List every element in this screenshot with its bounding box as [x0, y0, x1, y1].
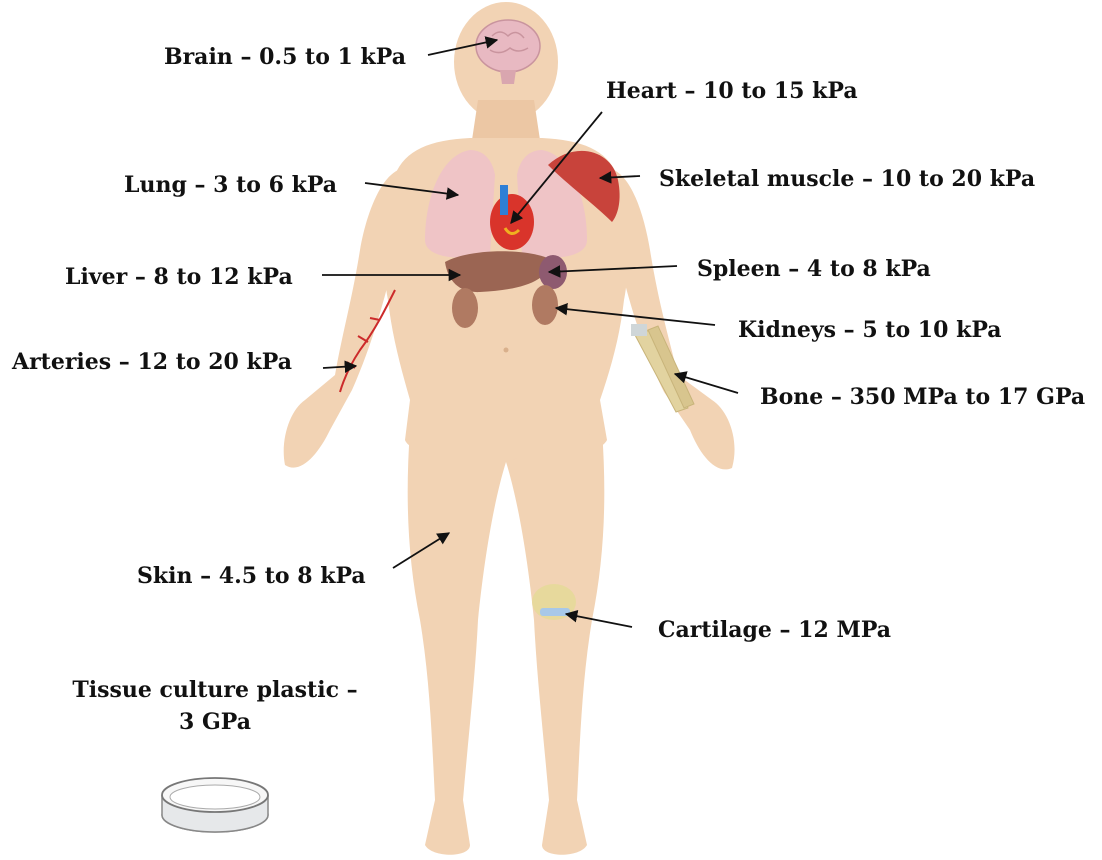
- label-kidneys: Kidneys – 5 to 10 kPa: [738, 317, 1002, 343]
- bone-icon: [631, 324, 694, 412]
- kidney-right-icon: [532, 285, 558, 325]
- kidney-left-icon: [452, 288, 478, 328]
- label-bone: Bone – 350 MPa to 17 GPa: [760, 384, 1085, 410]
- label-lung: Lung – 3 to 6 kPa: [124, 172, 337, 198]
- label-brain: Brain – 0.5 to 1 kPa: [164, 44, 406, 70]
- label-skin: Skin – 4.5 to 8 kPa: [137, 563, 366, 589]
- brain-icon: [476, 20, 540, 72]
- label-heart: Heart – 10 to 15 kPa: [606, 78, 858, 104]
- label-spleen: Spleen – 4 to 8 kPa: [697, 256, 931, 282]
- label-tissue-culture-plastic: Tissue culture plastic – 3 GPa: [60, 677, 370, 735]
- label-plastic-line1: Tissue culture plastic –: [60, 677, 370, 703]
- label-liver: Liver – 8 to 12 kPa: [65, 264, 293, 290]
- petri-dish-icon: [162, 778, 268, 832]
- label-arteries: Arteries – 12 to 20 kPa: [12, 349, 292, 375]
- label-plastic-line2: 3 GPa: [60, 709, 370, 735]
- label-skeletal-muscle: Skeletal muscle – 10 to 20 kPa: [659, 166, 1035, 192]
- label-cartilage: Cartilage – 12 MPa: [658, 617, 891, 643]
